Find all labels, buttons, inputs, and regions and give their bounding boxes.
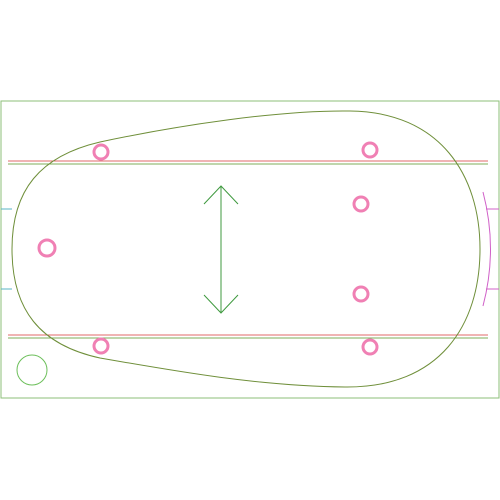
double-headed-vertical-arrow-icon bbox=[203, 185, 239, 314]
track-outline bbox=[11, 110, 481, 388]
markers-group bbox=[37, 141, 379, 356]
outer-frame bbox=[0, 100, 500, 399]
marker-top-left bbox=[92, 143, 110, 161]
marker-mid-lower-right bbox=[352, 285, 370, 303]
right-edge-arc bbox=[482, 191, 491, 307]
marker-top-right bbox=[361, 141, 379, 159]
marker-left bbox=[37, 238, 57, 258]
marker-bottom-right bbox=[361, 338, 379, 356]
marker-bottom-left bbox=[92, 337, 110, 355]
arrow-head-top bbox=[203, 185, 239, 205]
small-circle-icon bbox=[16, 354, 48, 386]
arrow-head-bottom bbox=[203, 294, 239, 314]
marker-mid-upper-right bbox=[352, 195, 370, 213]
